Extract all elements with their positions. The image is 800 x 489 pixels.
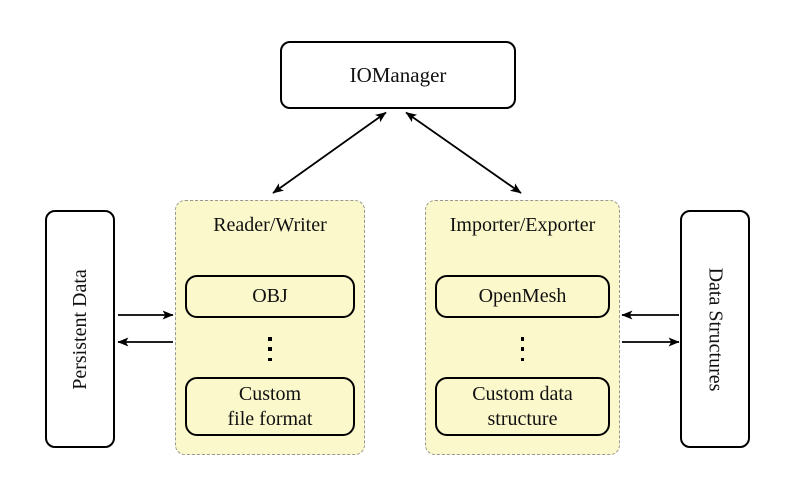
persistent-data-box: Persistent Data xyxy=(45,210,115,448)
obj-label: OBJ xyxy=(252,285,288,307)
arrow-iomanager-importerexporter xyxy=(405,111,522,194)
obj-box: OBJ xyxy=(185,275,355,318)
iomanager-box: IOManager xyxy=(280,41,516,109)
importer-exporter-group: Importer/Exporter OpenMesh Custom data s… xyxy=(425,200,620,455)
vertical-ellipsis-icon xyxy=(176,337,364,361)
importer-exporter-title: Importer/Exporter xyxy=(449,214,596,236)
reader-writer-title: Reader/Writer xyxy=(213,214,327,236)
data-structures-label: Data Structures xyxy=(704,267,727,391)
reader-writer-group: Reader/Writer OBJ Custom file format xyxy=(175,200,365,455)
vertical-ellipsis-icon xyxy=(426,337,619,361)
custom-file-format-line2: file format xyxy=(227,407,313,430)
persistent-data-label: Persistent Data xyxy=(68,268,91,390)
custom-data-structure-line2: structure xyxy=(487,407,558,430)
openmesh-box: OpenMesh xyxy=(435,275,610,318)
custom-data-structure-box: Custom data structure xyxy=(435,377,610,436)
openmesh-label: OpenMesh xyxy=(478,285,567,307)
data-structures-box: Data Structures xyxy=(680,210,750,448)
arrow-iomanager-readerwriter xyxy=(272,111,387,194)
custom-file-format-box: Custom file format xyxy=(185,377,355,436)
iomanager-label: IOManager xyxy=(349,62,447,87)
custom-data-structure-line1: Custom data xyxy=(472,382,573,405)
custom-file-format-line1: Custom xyxy=(238,382,302,405)
